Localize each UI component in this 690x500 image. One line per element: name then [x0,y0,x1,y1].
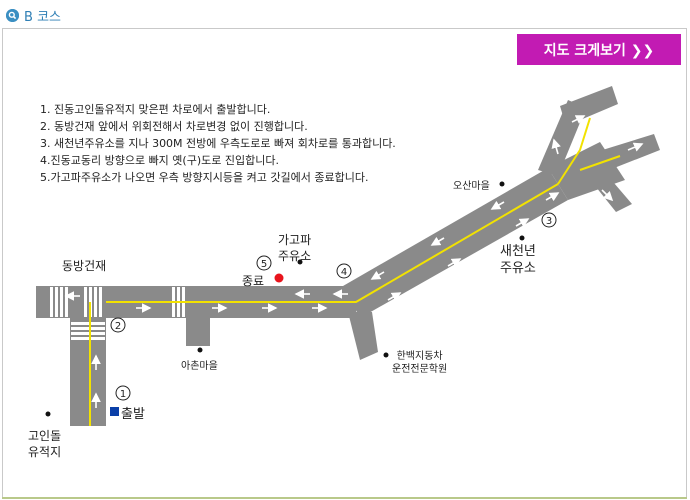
label-line: 운전전문학원 [392,364,448,375]
step-3: 3 [546,216,552,227]
label-goindol-site: 고인돌 유적지 [28,428,61,460]
label-achon-village: 아촌마을 [181,361,218,372]
bottom-divider [2,497,687,499]
place-dots [45,181,525,417]
search-icon [6,9,19,22]
label-line: 한백지동차 [396,351,443,362]
instruction-item: 5.가고파주유소가 나오면 우측 방향지시등을 켜고 갓길에서 종료합니다. [40,171,369,184]
page-header: B 코스 [0,0,690,30]
label-line: 유적지 [28,445,62,459]
step-markers [110,212,557,401]
label-line: 주유소 [500,261,536,276]
course-title: B 코스 [24,6,61,25]
label-gagopa-gas-station: 가고파 주유소 [278,232,311,264]
instruction-item: 1. 진동고인돌유적지 맞은편 차로에서 출발합니다. [40,103,271,116]
label-line: 가고파 [278,233,312,247]
label-osan-village: 오산마을 [453,181,490,192]
step-5: 5 [261,259,267,270]
label-hanbaek-driving-school: 한백지동차 운전전문학원 [392,350,447,376]
search-icon-glyph [6,9,19,22]
course-instructions: 1. 진동고인돌유적지 맞은편 차로에서 출발합니다. 2. 동방건재 앞에서 … [40,101,396,186]
instruction-item: 2. 동방건재 앞에서 위회전해서 차로변경 없이 진행합니다. [40,120,308,133]
step-2: 2 [115,321,121,332]
course-label: 코스 [37,10,61,25]
end-marker [274,273,284,283]
instruction-item: 3. 새천년주유소를 지나 300M 전방에 우측도로로 빠져 회차로를 통과합… [40,137,396,150]
direction-arrows [64,115,644,408]
enlarge-map-button[interactable]: 지도 크게보기 ❯❯ [517,34,681,65]
label-saecheonnyeon-gas-station: 새천년 주유소 [500,243,536,277]
label-line: 고인돌 [28,429,62,443]
label-start: 출발 [121,407,145,422]
label-end: 종료 [242,274,265,288]
label-dongbang: 동방건재 [62,259,107,273]
start-marker [110,407,119,416]
instruction-item: 4.진동교동리 방향으로 빠지 옛(구)도로 진입합니다. [40,154,279,167]
label-line: 새천년 [500,244,536,259]
step-4: 4 [341,267,347,278]
label-line: 주유소 [278,249,312,263]
lane-lines [89,117,621,426]
step-1: 1 [120,389,126,400]
course-badge: B [24,10,33,25]
